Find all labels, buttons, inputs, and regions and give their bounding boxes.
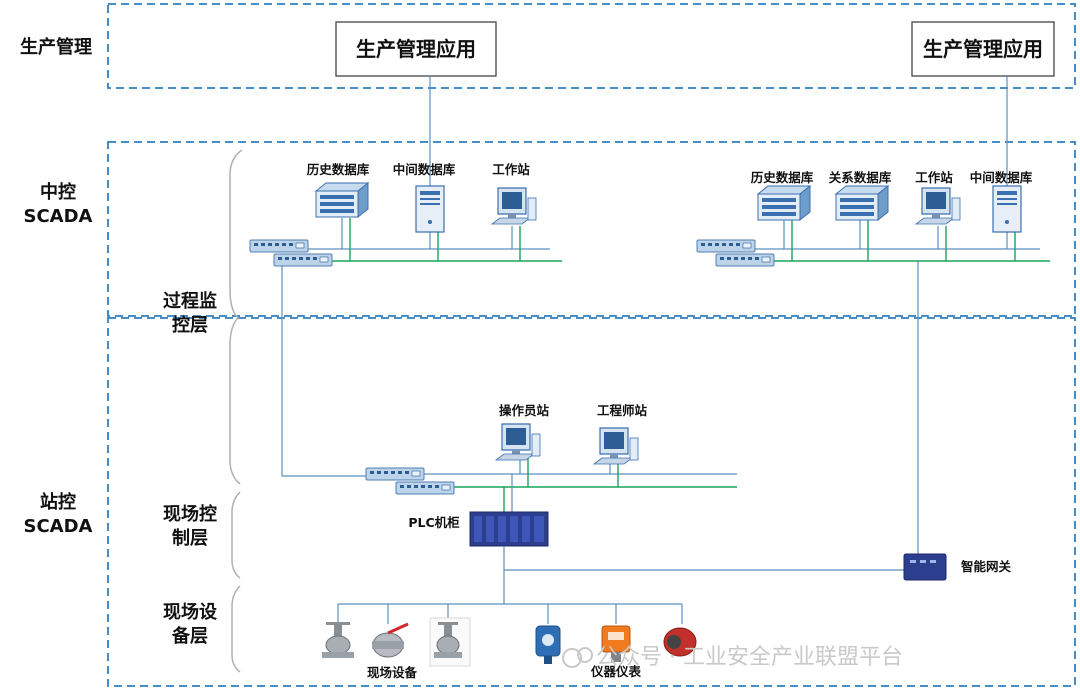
watermark: 公众号 · 工业安全产业联盟平台 [562, 645, 903, 670]
pc-central-right-workstation [915, 187, 961, 225]
transmitter-icon [601, 625, 631, 662]
gate-valve-icon [322, 622, 354, 658]
label-field-equipment: 现场设备 [367, 665, 418, 680]
layer-field-device-label: 现场设备层 [163, 602, 217, 647]
label-instruments: 仪器仪表 [590, 664, 642, 679]
plc-cabinet [469, 511, 549, 547]
switch-central-left-1 [249, 239, 309, 253]
pc-engineer-station [593, 427, 639, 465]
switch-station-1 [365, 467, 425, 481]
flame-detector-icon [663, 627, 697, 657]
switch-station-2 [395, 481, 455, 495]
label-operator-station: 操作员站 [499, 403, 550, 418]
label-central-right-workstation: 工作站 [915, 170, 953, 185]
gate-valve-2-icon [429, 617, 471, 667]
switch-central-left-2 [273, 253, 333, 267]
gas-detector-icon [535, 625, 561, 664]
switch-central-right-1 [696, 239, 756, 253]
zone-production-label: 生产管理 [20, 36, 92, 58]
app-left-box [335, 21, 497, 77]
app-right-label: 生产管理应用 [923, 37, 1043, 61]
label-plc-cabinet: PLC机柜 [408, 515, 460, 530]
label-central-right-relational: 关系数据库 [829, 170, 892, 185]
watermark-text: 公众号 · 工业安全产业联盟平台 [596, 645, 903, 670]
server-central-left-history [315, 182, 369, 218]
zone-station-box [107, 317, 1076, 687]
brace-field-device [231, 585, 241, 673]
app-left-label: 生产管理应用 [356, 37, 476, 61]
layer-process-label: 过程监控层 [163, 290, 217, 336]
link-plc-to-gateway [503, 546, 904, 571]
label-central-left-middle: 中间数据库 [393, 162, 456, 177]
switch-central-right-2 [715, 253, 775, 267]
pc-central-left-workstation [491, 187, 537, 225]
pc-operator-station [495, 423, 541, 461]
ball-valve-icon [372, 622, 409, 658]
smart-gateway [903, 553, 947, 581]
tower-central-right-middle [992, 185, 1022, 233]
link-central-to-station [281, 266, 368, 477]
brace-process [229, 149, 243, 485]
label-central-right-history: 历史数据库 [751, 170, 814, 185]
server-central-right-relational [835, 185, 889, 221]
label-gateway: 智能网关 [960, 559, 1012, 574]
label-central-left-history: 历史数据库 [307, 162, 370, 177]
server-central-right-history [757, 185, 811, 221]
tower-central-left-middle [415, 185, 445, 233]
label-central-right-middle: 中间数据库 [970, 170, 1033, 185]
layer-field-control-label: 现场控制层 [163, 503, 217, 549]
app-right-box [911, 21, 1055, 77]
brace-field-control [231, 491, 241, 579]
label-central-left-workstation: 工作站 [492, 162, 530, 177]
zone-central-box [107, 141, 1076, 317]
label-engineer-station: 工程师站 [597, 403, 648, 418]
zone-production-box [107, 3, 1076, 89]
